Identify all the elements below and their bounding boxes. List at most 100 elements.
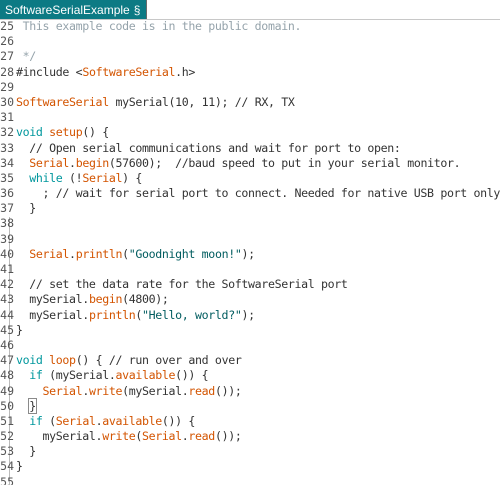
line-number: 25 — [0, 19, 14, 33]
line-text: } — [16, 459, 23, 474]
code-line[interactable]: 31 — [0, 110, 500, 125]
code-line[interactable]: 39 — [0, 232, 500, 247]
line-number: 33 — [0, 140, 14, 155]
code-line[interactable]: 46 — [0, 338, 500, 353]
line-text: mySerial.write(Serial.read()); — [16, 429, 242, 444]
code-token: mySerial. — [16, 307, 89, 322]
code-token: Serial — [82, 170, 123, 185]
code-token: (4800); — [122, 292, 169, 307]
code-token: } — [16, 201, 36, 216]
code-token: begin — [75, 155, 110, 170]
code-line[interactable]: 41 — [0, 262, 500, 277]
line-number: 29 — [0, 79, 14, 94]
code-line[interactable]: 40 Serial.println("Goodnight moon!"); — [0, 247, 500, 262]
code-line[interactable]: 43 mySerial.begin(4800); — [0, 292, 500, 307]
code-token: if — [29, 413, 43, 428]
fold-guide-loop — [9, 384, 16, 485]
code-token: Serial — [142, 429, 182, 444]
line-text: } — [16, 397, 37, 414]
line-text: mySerial.println("Hello, world?"); — [16, 308, 255, 323]
line-number: 44 — [0, 307, 14, 322]
code-token: . — [69, 155, 76, 170]
code-token: "Goodnight moon!" — [128, 246, 242, 261]
bracket-match-highlight: } — [28, 397, 37, 414]
code-token: void — [16, 353, 43, 368]
code-token: println — [88, 307, 136, 322]
code-token: // Open serial communications and wait f… — [16, 140, 401, 155]
code-token — [16, 171, 29, 185]
tab-bar: SoftwareSerialExample § — [0, 0, 500, 20]
line-number: 37 — [0, 201, 14, 216]
code-line[interactable]: 49 Serial.write(mySerial.read()); — [0, 384, 500, 399]
code-token: ); — [241, 307, 255, 322]
code-line[interactable]: 35 while (!Serial) { — [0, 171, 500, 186]
line-number: 49 — [0, 383, 14, 398]
code-line[interactable]: 51 if (Serial.available()) { — [0, 414, 500, 429]
code-line[interactable]: 29 — [0, 80, 500, 95]
code-token: ( — [122, 246, 129, 261]
line-number: 31 — [0, 110, 14, 125]
code-token: ( — [135, 307, 142, 322]
code-line[interactable]: 45} — [0, 323, 500, 338]
code-token: (! — [62, 170, 83, 185]
tab-software-serial-example[interactable]: SoftwareSerialExample § — [0, 0, 148, 19]
code-line[interactable]: 34 Serial.begin(57600); //baud speed to … — [0, 156, 500, 171]
code-token: This example code is in the public domai… — [16, 19, 302, 33]
code-token: // set the data rate for the SoftwareSer… — [16, 277, 348, 292]
code-token: read — [188, 429, 215, 444]
code-token: } — [16, 459, 23, 474]
code-line[interactable]: 55 — [0, 475, 500, 485]
code-line[interactable]: 50 } — [0, 397, 500, 414]
code-token: write — [88, 383, 123, 398]
code-area[interactable]: 25 This example code is in the public do… — [0, 19, 500, 485]
code-token: Serial — [42, 383, 83, 398]
code-token: ( — [42, 413, 56, 428]
code-token — [16, 399, 29, 413]
code-token: available — [115, 368, 176, 383]
code-line[interactable]: 37 } — [0, 201, 500, 216]
code-line[interactable]: 44 mySerial.println("Hello, world?"); — [0, 308, 500, 323]
line-number: 28 — [0, 64, 14, 79]
line-number: 35 — [0, 170, 14, 185]
code-line[interactable]: 38 — [0, 216, 500, 231]
code-token: () { — [82, 125, 109, 140]
code-line[interactable]: 36 ; // wait for serial port to connect.… — [0, 186, 500, 201]
code-token: ); — [241, 246, 255, 261]
code-token: mySerial. — [16, 429, 103, 444]
code-line[interactable]: 54} — [0, 459, 500, 474]
line-text: ; // wait for serial port to connect. Ne… — [16, 186, 500, 201]
code-line[interactable]: 33 // Open serial communications and wai… — [0, 141, 500, 156]
code-token: setup — [49, 125, 83, 140]
code-line[interactable]: 48 if (mySerial.available()) { — [0, 368, 500, 383]
code-line[interactable]: 27 */ — [0, 49, 500, 64]
tab-label: SoftwareSerialExample — [5, 2, 130, 17]
line-text: Serial.begin(57600); //baud speed to put… — [16, 156, 460, 171]
line-number: 54 — [0, 459, 14, 474]
code-line[interactable]: 42 // set the data rate for the Software… — [0, 277, 500, 292]
code-token: mySerial(10, 11); // RX, TX — [108, 94, 295, 109]
line-text: SoftwareSerial mySerial(10, 11); // RX, … — [16, 94, 295, 110]
code-token: Serial — [29, 155, 70, 170]
code-line[interactable]: 53 } — [0, 444, 500, 459]
code-token: } — [16, 444, 36, 459]
code-token: Serial — [55, 413, 96, 428]
code-token: ; // wait for serial port to connect. Ne… — [16, 186, 500, 201]
code-token: while — [29, 170, 63, 185]
code-line[interactable]: 28#include <SoftwareSerial.h> — [0, 65, 500, 80]
code-token: ()); — [214, 429, 242, 444]
line-number: 48 — [0, 368, 14, 383]
code-token: . — [181, 429, 189, 444]
tab-menu-icon[interactable]: § — [133, 2, 141, 17]
code-token — [16, 368, 29, 382]
code-line[interactable]: 52 mySerial.write(Serial.read()); — [0, 429, 500, 444]
code-line[interactable]: 26 — [0, 34, 500, 49]
code-line[interactable]: 25 This example code is in the public do… — [0, 19, 500, 34]
code-token — [16, 384, 43, 398]
code-token: ()) { — [175, 368, 209, 383]
code-token: (mySerial. — [122, 383, 189, 398]
code-token: #include < — [16, 64, 83, 79]
